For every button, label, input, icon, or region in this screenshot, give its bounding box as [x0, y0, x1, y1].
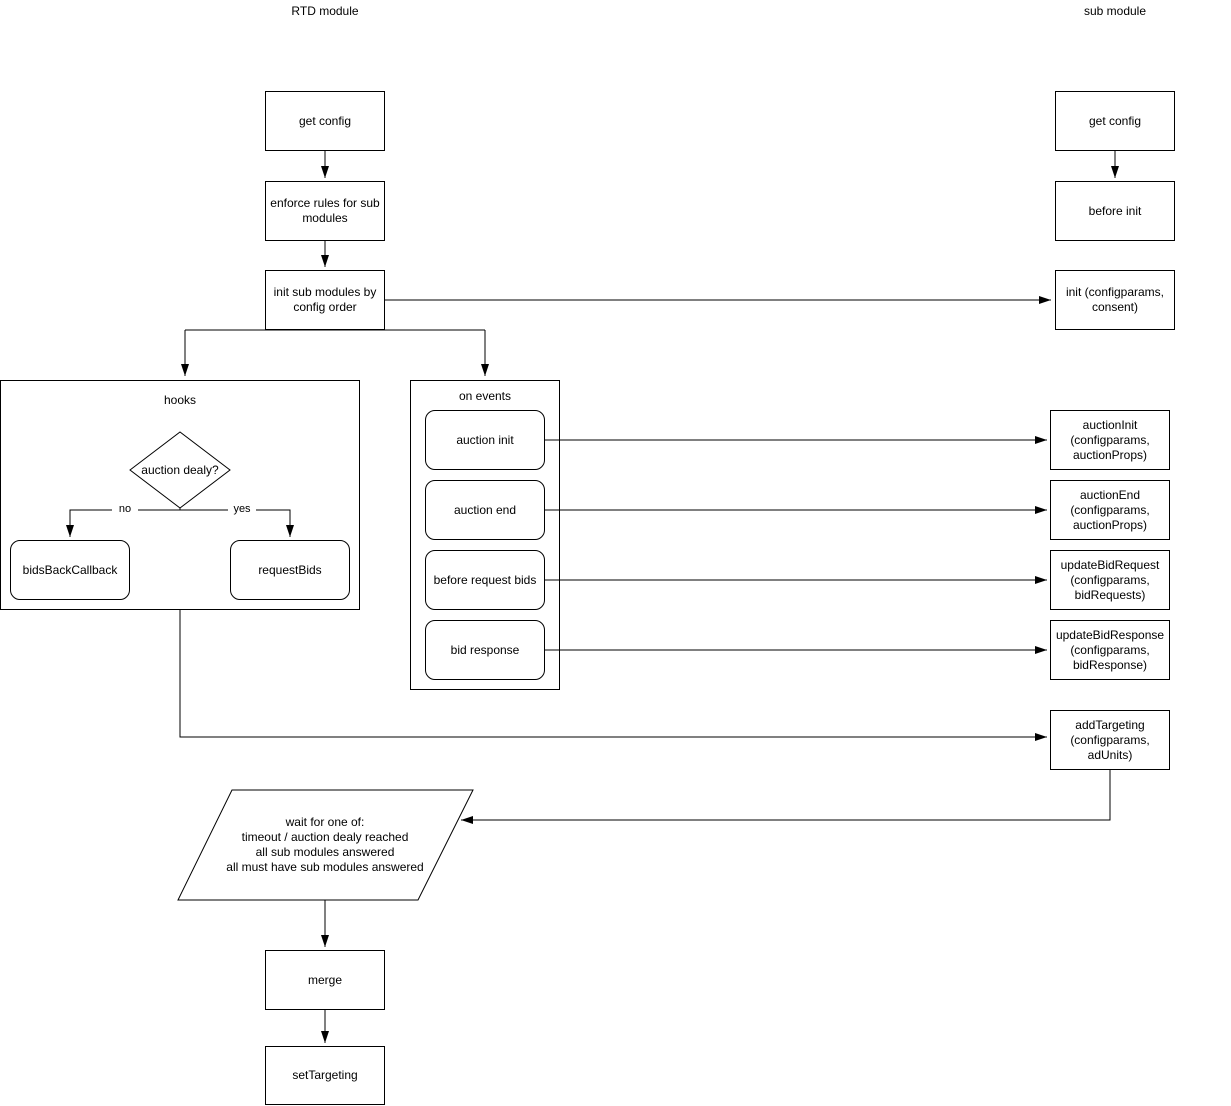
lane-label-sub: sub module: [1083, 4, 1147, 18]
node-add-targeting: addTargeting (configparams, adUnits): [1050, 710, 1170, 770]
node-set-targeting: setTargeting: [265, 1046, 385, 1105]
node-merge: merge: [265, 950, 385, 1010]
hooks-title: hooks: [163, 393, 197, 407]
wait-parallelogram: [177, 789, 474, 901]
node-init: init (configparams, consent): [1055, 270, 1175, 330]
node-enforce-rules: enforce rules for sub modules: [265, 181, 385, 241]
on-events-title: on events: [458, 389, 512, 403]
node-before-init: before init: [1055, 181, 1175, 241]
edge-label-yes: yes: [228, 503, 256, 515]
lane-label-rtd: RTD module: [291, 4, 359, 18]
edge-hooks-addtargeting: [179, 610, 1047, 741]
node-event-before-request-bids: before request bids: [425, 550, 545, 610]
node-bids-back-callback: bidsBackCallback: [10, 540, 130, 600]
edge-addtargeting-wait: [461, 770, 1111, 824]
wait-label: wait for one of: timeout / auction dealy…: [226, 815, 424, 874]
node-update-bid-response: updateBidResponse (configparams, bidResp…: [1050, 620, 1170, 680]
edge-label-no: no: [112, 503, 138, 515]
node-update-bid-request: updateBidRequest (configparams, bidReque…: [1050, 550, 1170, 610]
node-init-sub-modules: init sub modules by config order: [265, 270, 385, 330]
node-rtd-get-config: get config: [265, 91, 385, 151]
node-auction-end-cb: auctionEnd (configparams, auctionProps): [1050, 480, 1170, 540]
decision-diamond: [129, 431, 231, 509]
edge-decision-yes: [180, 509, 294, 537]
node-request-bids: requestBids: [230, 540, 350, 600]
node-sub-get-config: get config: [1055, 91, 1175, 151]
node-event-bid-response: bid response: [425, 620, 545, 680]
node-event-auction-end: auction end: [425, 480, 545, 540]
node-event-auction-init: auction init: [425, 410, 545, 470]
node-auction-init-cb: auctionInit (configparams, auctionProps): [1050, 410, 1170, 470]
decision-label: auction dealy?: [141, 462, 219, 477]
